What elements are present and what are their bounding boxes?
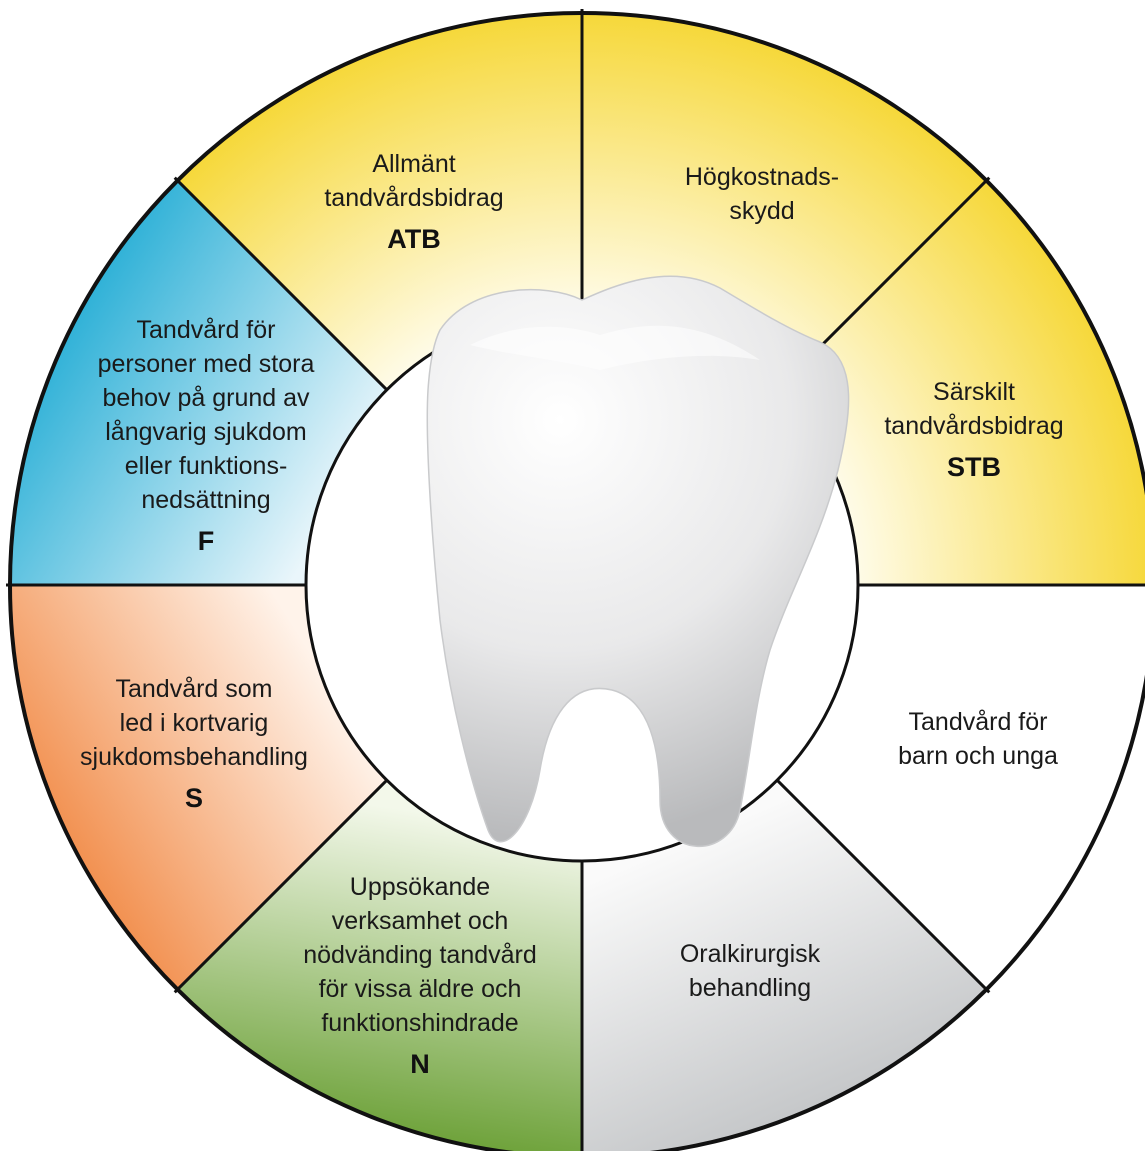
- segment-code: F: [198, 526, 215, 556]
- segment-label-line: personer med stora: [98, 350, 315, 378]
- segment-label-line: Oralkirurgisk: [680, 940, 821, 968]
- segment-label-line: Tandvård för: [909, 708, 1048, 736]
- segment-label-line: tandvårdsbidrag: [324, 184, 503, 212]
- segment-label-line: Högkostnads-: [685, 163, 839, 191]
- segment-code: ATB: [387, 224, 441, 254]
- segment-label-line: eller funktions-: [125, 452, 288, 480]
- segment-label-line: nödvänding tandvård: [303, 941, 537, 969]
- segment-label-line: tandvårdsbidrag: [884, 412, 1063, 440]
- segment-label-line: skydd: [729, 197, 794, 225]
- segment-label-line: långvarig sjukdom: [105, 418, 307, 446]
- segment-label-line: led i kortvarig: [120, 709, 269, 737]
- segment-code: S: [185, 783, 203, 813]
- segment-label-line: Uppsökande: [350, 873, 490, 901]
- segment-label-line: behov på grund av: [102, 384, 310, 412]
- segment-label-line: Särskilt: [933, 378, 1015, 406]
- segment-label-line: för vissa äldre och: [319, 975, 522, 1003]
- segment-label-line: nedsättning: [141, 486, 270, 514]
- segment-code: STB: [947, 452, 1001, 482]
- segment-label-line: sjukdomsbehandling: [80, 743, 308, 771]
- segment-label-line: behandling: [689, 974, 811, 1002]
- segment-code: N: [410, 1049, 430, 1079]
- segment-label-line: funktionshindrade: [321, 1009, 518, 1037]
- segment-label-line: Allmänt: [372, 150, 455, 178]
- segment-label-line: verksamhet och: [332, 907, 508, 935]
- segment-label-line: barn och unga: [898, 742, 1058, 770]
- segment-label-line: Tandvård för: [137, 316, 276, 344]
- segment-label-line: Tandvård som: [115, 675, 272, 703]
